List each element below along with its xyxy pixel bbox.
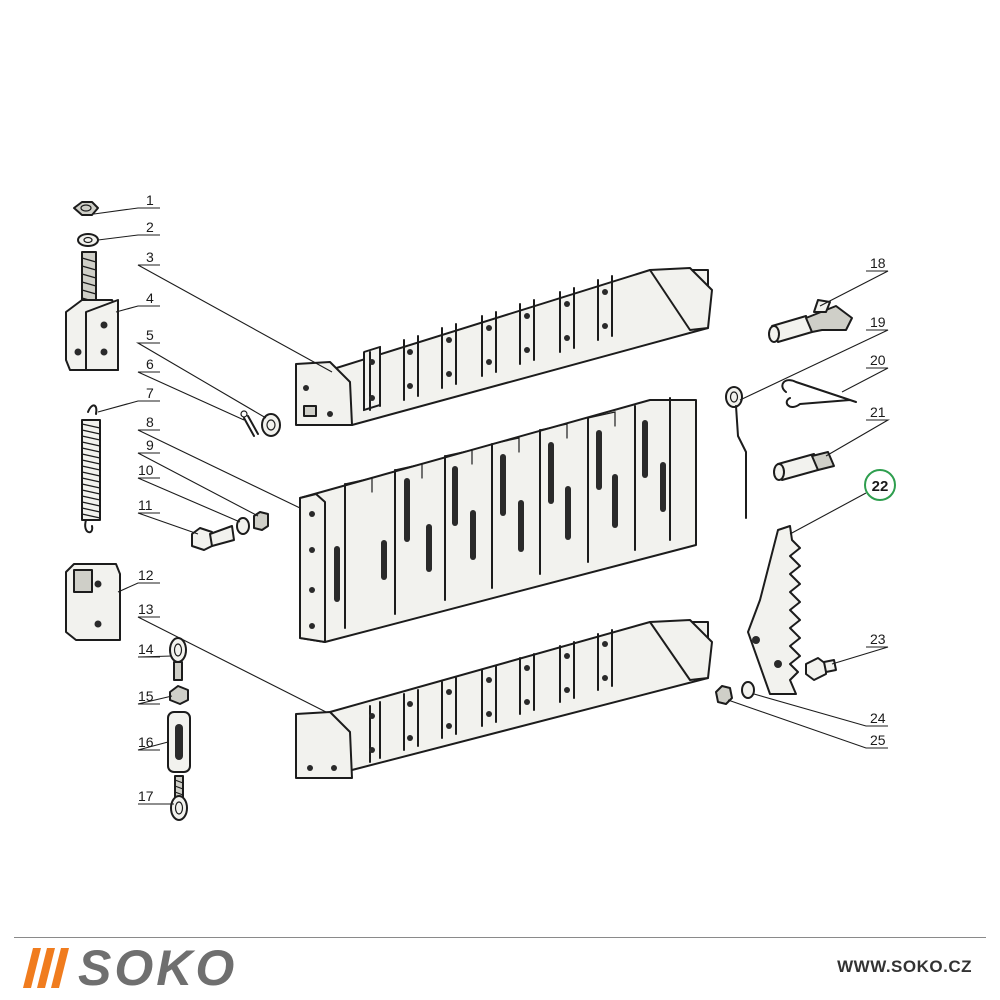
label-2: 2 [146, 219, 154, 235]
label-23: 23 [870, 631, 886, 647]
part-1-nut [73, 201, 99, 216]
brand-logo: SOKO [23, 940, 238, 996]
part-9-nut [253, 511, 269, 531]
part-12-plate [65, 563, 121, 641]
part-21-pin [773, 451, 835, 481]
label-25: 25 [870, 732, 886, 748]
label-15: 15 [138, 688, 154, 704]
part-8-comb-plate [299, 397, 697, 643]
part-11-bolt [191, 525, 235, 551]
part-23-small-bolt [805, 657, 837, 681]
label-6: 6 [146, 356, 154, 372]
label-14: 14 [138, 641, 154, 657]
label-5: 5 [146, 327, 154, 343]
footer-divider [14, 937, 986, 938]
part-19-eye-rod [725, 386, 747, 519]
part-6-cotter-pin [240, 410, 259, 437]
part-15-nut [169, 685, 189, 705]
part-5-washer [261, 413, 281, 437]
part-labels: 1 2 3 4 5 6 7 8 9 10 11 12 13 14 15 16 1… [138, 192, 896, 804]
website-url[interactable]: WWW.SOKO.CZ [837, 957, 972, 976]
part-16-turnbuckle-body [167, 711, 191, 773]
part-20-spring-clip [781, 379, 857, 408]
label-3: 3 [146, 249, 154, 265]
label-11: 11 [138, 497, 153, 513]
leader-lines [93, 207, 891, 805]
part-14-eye-bolt [169, 637, 187, 681]
label-13: 13 [138, 601, 154, 617]
label-8: 8 [146, 414, 154, 430]
label-12: 12 [138, 567, 154, 583]
part-24-washer [741, 681, 755, 699]
label-24: 24 [870, 710, 886, 726]
part-7-spring [81, 404, 101, 534]
brand-name: SOKO [78, 940, 238, 996]
part-3-upper-rail [295, 267, 713, 426]
highlight-ring-22 [864, 469, 896, 501]
part-4-threaded-bracket [65, 251, 119, 371]
part-22-serrated-blade [747, 525, 801, 695]
parts-exploded-diagram: 1 2 3 4 5 6 7 8 9 10 11 12 13 14 15 16 1… [65, 192, 896, 821]
label-19: 19 [870, 314, 886, 330]
part-10-washer [236, 517, 250, 535]
label-1: 1 [146, 192, 154, 208]
part-13-lower-rail [295, 619, 713, 779]
label-16: 16 [138, 734, 154, 750]
label-17: 17 [138, 788, 154, 804]
label-9: 9 [146, 437, 154, 453]
label-4: 4 [146, 290, 154, 306]
brand-stripes-icon [23, 948, 69, 988]
label-7: 7 [146, 385, 154, 401]
part-2-washer [77, 233, 99, 247]
label-18: 18 [870, 255, 886, 271]
label-21: 21 [870, 404, 886, 420]
part-18-handle-pin [768, 299, 853, 343]
part-17-eye-bolt [170, 775, 188, 821]
label-20: 20 [870, 352, 886, 368]
label-22: 22 [872, 478, 889, 495]
part-25-nut [715, 685, 733, 705]
label-10: 10 [138, 462, 154, 478]
